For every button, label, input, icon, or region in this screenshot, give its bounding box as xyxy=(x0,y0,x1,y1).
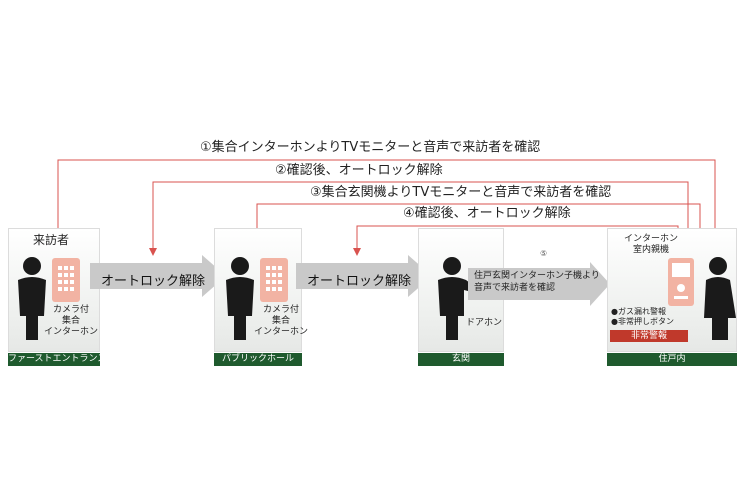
visitor-person-icon xyxy=(18,257,46,340)
step1-label: ①集合インターホンよりTVモニターと音声で来訪者を確認 xyxy=(200,140,541,155)
alarm-items-label: ●ガス漏れ警報 ●非常押しボタン xyxy=(611,307,674,326)
zone2-bar: パブリックホール xyxy=(214,353,302,366)
step2-label: ②確認後、オートロック解除 xyxy=(275,163,443,178)
resident-person-icon xyxy=(226,257,254,340)
zone1-device-label: カメラ付 集合 インターホン xyxy=(44,305,99,337)
step4-label: ④確認後、オートロック解除 xyxy=(403,206,571,221)
indoor-monitor-icon xyxy=(668,258,694,306)
visitor-at-door-icon xyxy=(438,257,474,340)
step3-label: ③集合玄関機よりTVモニターと音声で来訪者を確認 xyxy=(310,185,612,200)
zone2-device-label: カメラ付 集合 インターホン xyxy=(254,305,309,337)
arrow2-label: オートロック解除 xyxy=(307,274,412,289)
doorphone-arrow xyxy=(468,262,610,306)
visitor-label: 来訪者 xyxy=(33,233,70,247)
intercom-panel-icon xyxy=(52,258,80,302)
indoor-monitor-label: インターホン 室内親機 xyxy=(623,234,678,255)
step2-connector xyxy=(149,181,689,256)
autolock-arrow-2 xyxy=(296,255,432,297)
intercom-panel-icon-2 xyxy=(260,258,288,302)
zone3-bar: 玄関 xyxy=(418,353,504,366)
step3-connector xyxy=(256,203,704,248)
autolock-arrow-1 xyxy=(90,255,226,297)
arrow3-label: 住戸玄関インターホン子機より 音声で来訪者を確認 xyxy=(474,271,600,293)
zone1-bar: ファーストエントランス xyxy=(8,353,107,366)
step5-label: ⑤ xyxy=(540,249,548,258)
resident-indoor-icon xyxy=(704,257,736,340)
doorphone-label: ドアホン xyxy=(466,318,503,328)
arrow1-label: オートロック解除 xyxy=(101,274,206,289)
step1-connector xyxy=(57,159,719,248)
zone4-bar: 住戸内 xyxy=(607,353,737,366)
emergency-alarm-badge: 非常警報 xyxy=(610,330,688,342)
